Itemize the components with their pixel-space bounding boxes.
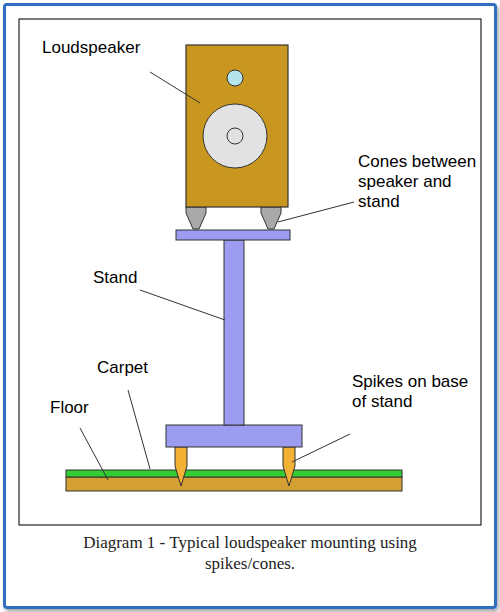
tweeter [227, 70, 243, 86]
leader-line [292, 434, 350, 462]
woofer-dustcap [227, 128, 243, 144]
spike [283, 447, 295, 486]
cone [261, 207, 281, 229]
stand-column [224, 240, 244, 425]
carpet [66, 470, 402, 477]
leader-line [128, 390, 150, 469]
leader-line [150, 72, 200, 103]
part-label: Cones between speaker and stand [358, 152, 483, 212]
part-label: Floor [50, 398, 120, 418]
part-label: Loudspeaker [42, 38, 172, 58]
spike [175, 447, 187, 486]
cone [186, 207, 206, 229]
leader-line [140, 290, 225, 320]
stand-top-plate [176, 230, 290, 240]
part-label: Carpet [97, 358, 177, 378]
floor [66, 477, 402, 491]
loudspeaker-cabinet [186, 45, 288, 207]
woofer [203, 104, 267, 168]
stand-base [166, 425, 302, 447]
leader-line [278, 202, 354, 222]
figure-caption: Diagram 1 - Typical loudspeaker mounting… [70, 532, 430, 574]
inner-border [19, 19, 481, 525]
part-label: Stand [93, 268, 173, 288]
part-label: Spikes on base of stand [352, 372, 477, 412]
leader-line [80, 428, 108, 480]
